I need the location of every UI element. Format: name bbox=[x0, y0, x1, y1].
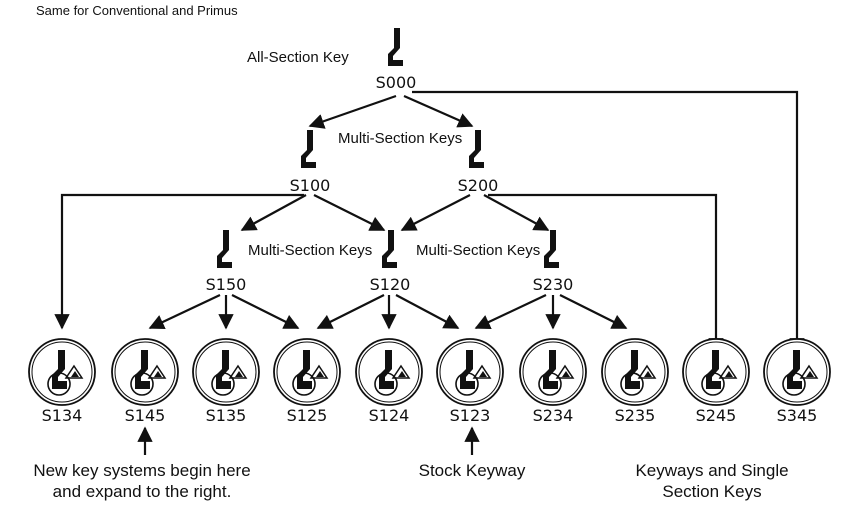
header-note: Same for Conventional and Primus bbox=[36, 3, 238, 18]
edge-s230-s235 bbox=[559, 294, 628, 329]
multi-section-label-top: Multi-Section Keys bbox=[338, 130, 462, 147]
edge-s200-s120 bbox=[400, 194, 471, 231]
cylinder-icon bbox=[192, 338, 260, 406]
cylinder-icon bbox=[682, 338, 750, 406]
cylinder-label: S245 bbox=[696, 406, 737, 425]
key-label: S230 bbox=[533, 275, 574, 294]
hierarchy-edges bbox=[54, 90, 805, 455]
cylinder-icon bbox=[355, 338, 423, 406]
cylinder-label: S234 bbox=[533, 406, 574, 425]
key-label: S200 bbox=[458, 176, 499, 195]
cylinder-icon bbox=[273, 338, 341, 406]
cylinder-s234: S234 bbox=[519, 338, 587, 425]
cylinder-icon bbox=[28, 338, 96, 406]
cylinder-label: S145 bbox=[125, 406, 166, 425]
edge-s200-s245 bbox=[488, 193, 724, 354]
edge-s100-s150 bbox=[240, 194, 307, 231]
key-node-s000: S000 bbox=[376, 28, 417, 92]
key-node-s200: S200 bbox=[458, 130, 499, 195]
key-icon bbox=[469, 130, 484, 168]
cylinder-s235: S235 bbox=[601, 338, 669, 425]
multi-section-label-left: Multi-Section Keys bbox=[248, 242, 372, 259]
cylinder-label: S125 bbox=[287, 406, 328, 425]
edge-s230-s123 bbox=[474, 294, 547, 330]
all-section-label: All-Section Key bbox=[247, 49, 349, 66]
edge-s120-s123 bbox=[395, 294, 460, 329]
key-icon bbox=[382, 230, 397, 268]
caption-line: and expand to the right. bbox=[53, 482, 232, 501]
cylinder-label: S345 bbox=[777, 406, 818, 425]
cylinder-s124: S124 bbox=[355, 338, 423, 425]
cylinder-s145: S145 bbox=[111, 338, 179, 425]
edge-s120-s125 bbox=[316, 294, 385, 329]
caption-line: Section Keys bbox=[662, 482, 761, 501]
edge-s000-s200 bbox=[403, 94, 474, 128]
cylinder-s125: S125 bbox=[273, 338, 341, 425]
edge-s150-s145 bbox=[148, 294, 221, 330]
edge-s000-s100 bbox=[308, 94, 397, 129]
caption-keyways: Keyways and Single Section Keys bbox=[635, 461, 788, 501]
key-label: S100 bbox=[290, 176, 331, 195]
caption-new-systems: New key systems begin here and expand to… bbox=[33, 461, 250, 501]
key-node-s100: S100 bbox=[290, 130, 331, 195]
key-node-s150: S150 bbox=[206, 230, 247, 294]
edge-s100-s134 bbox=[54, 193, 304, 330]
caption-line: New key systems begin here bbox=[33, 461, 250, 480]
cylinder-label: S124 bbox=[369, 406, 410, 425]
key-icon bbox=[217, 230, 232, 268]
cylinder-label: S135 bbox=[206, 406, 247, 425]
cylinder-label: S123 bbox=[450, 406, 491, 425]
key-icon bbox=[301, 130, 316, 168]
key-icon bbox=[544, 230, 559, 268]
caption-stock-keyway: Stock Keyway bbox=[419, 461, 526, 480]
cylinder-label: S235 bbox=[615, 406, 656, 425]
key-node-s230: S230 bbox=[533, 230, 574, 294]
cylinder-icon bbox=[436, 338, 504, 406]
key-label: S000 bbox=[376, 73, 417, 92]
cylinder-s135: S135 bbox=[192, 338, 260, 425]
key-label: S150 bbox=[206, 275, 247, 294]
key-icon bbox=[388, 28, 403, 66]
cylinder-label: S134 bbox=[42, 406, 83, 425]
cylinder-s245: S245 bbox=[682, 338, 750, 425]
cylinder-icon bbox=[111, 338, 179, 406]
cylinder-s134: S134 bbox=[28, 338, 96, 425]
caption-line: Keyways and Single bbox=[635, 461, 788, 480]
cylinder-row: S134 S145 S135 S125 S124 S123 S234 S235 S245 S345 bbox=[28, 338, 831, 425]
edge-s200-s230 bbox=[483, 194, 550, 231]
edge-s150-s125 bbox=[231, 294, 300, 329]
cylinder-s345: S345 bbox=[763, 338, 831, 425]
edge-s000-s345 bbox=[412, 90, 805, 354]
edge-s100-s120 bbox=[313, 194, 386, 231]
cylinder-icon bbox=[763, 338, 831, 406]
multi-section-label-right: Multi-Section Keys bbox=[416, 242, 540, 259]
cylinder-s123: S123 bbox=[436, 338, 504, 425]
key-node-s120: S120 bbox=[370, 230, 411, 294]
key-label: S120 bbox=[370, 275, 411, 294]
cylinder-icon bbox=[601, 338, 669, 406]
cylinder-icon bbox=[519, 338, 587, 406]
